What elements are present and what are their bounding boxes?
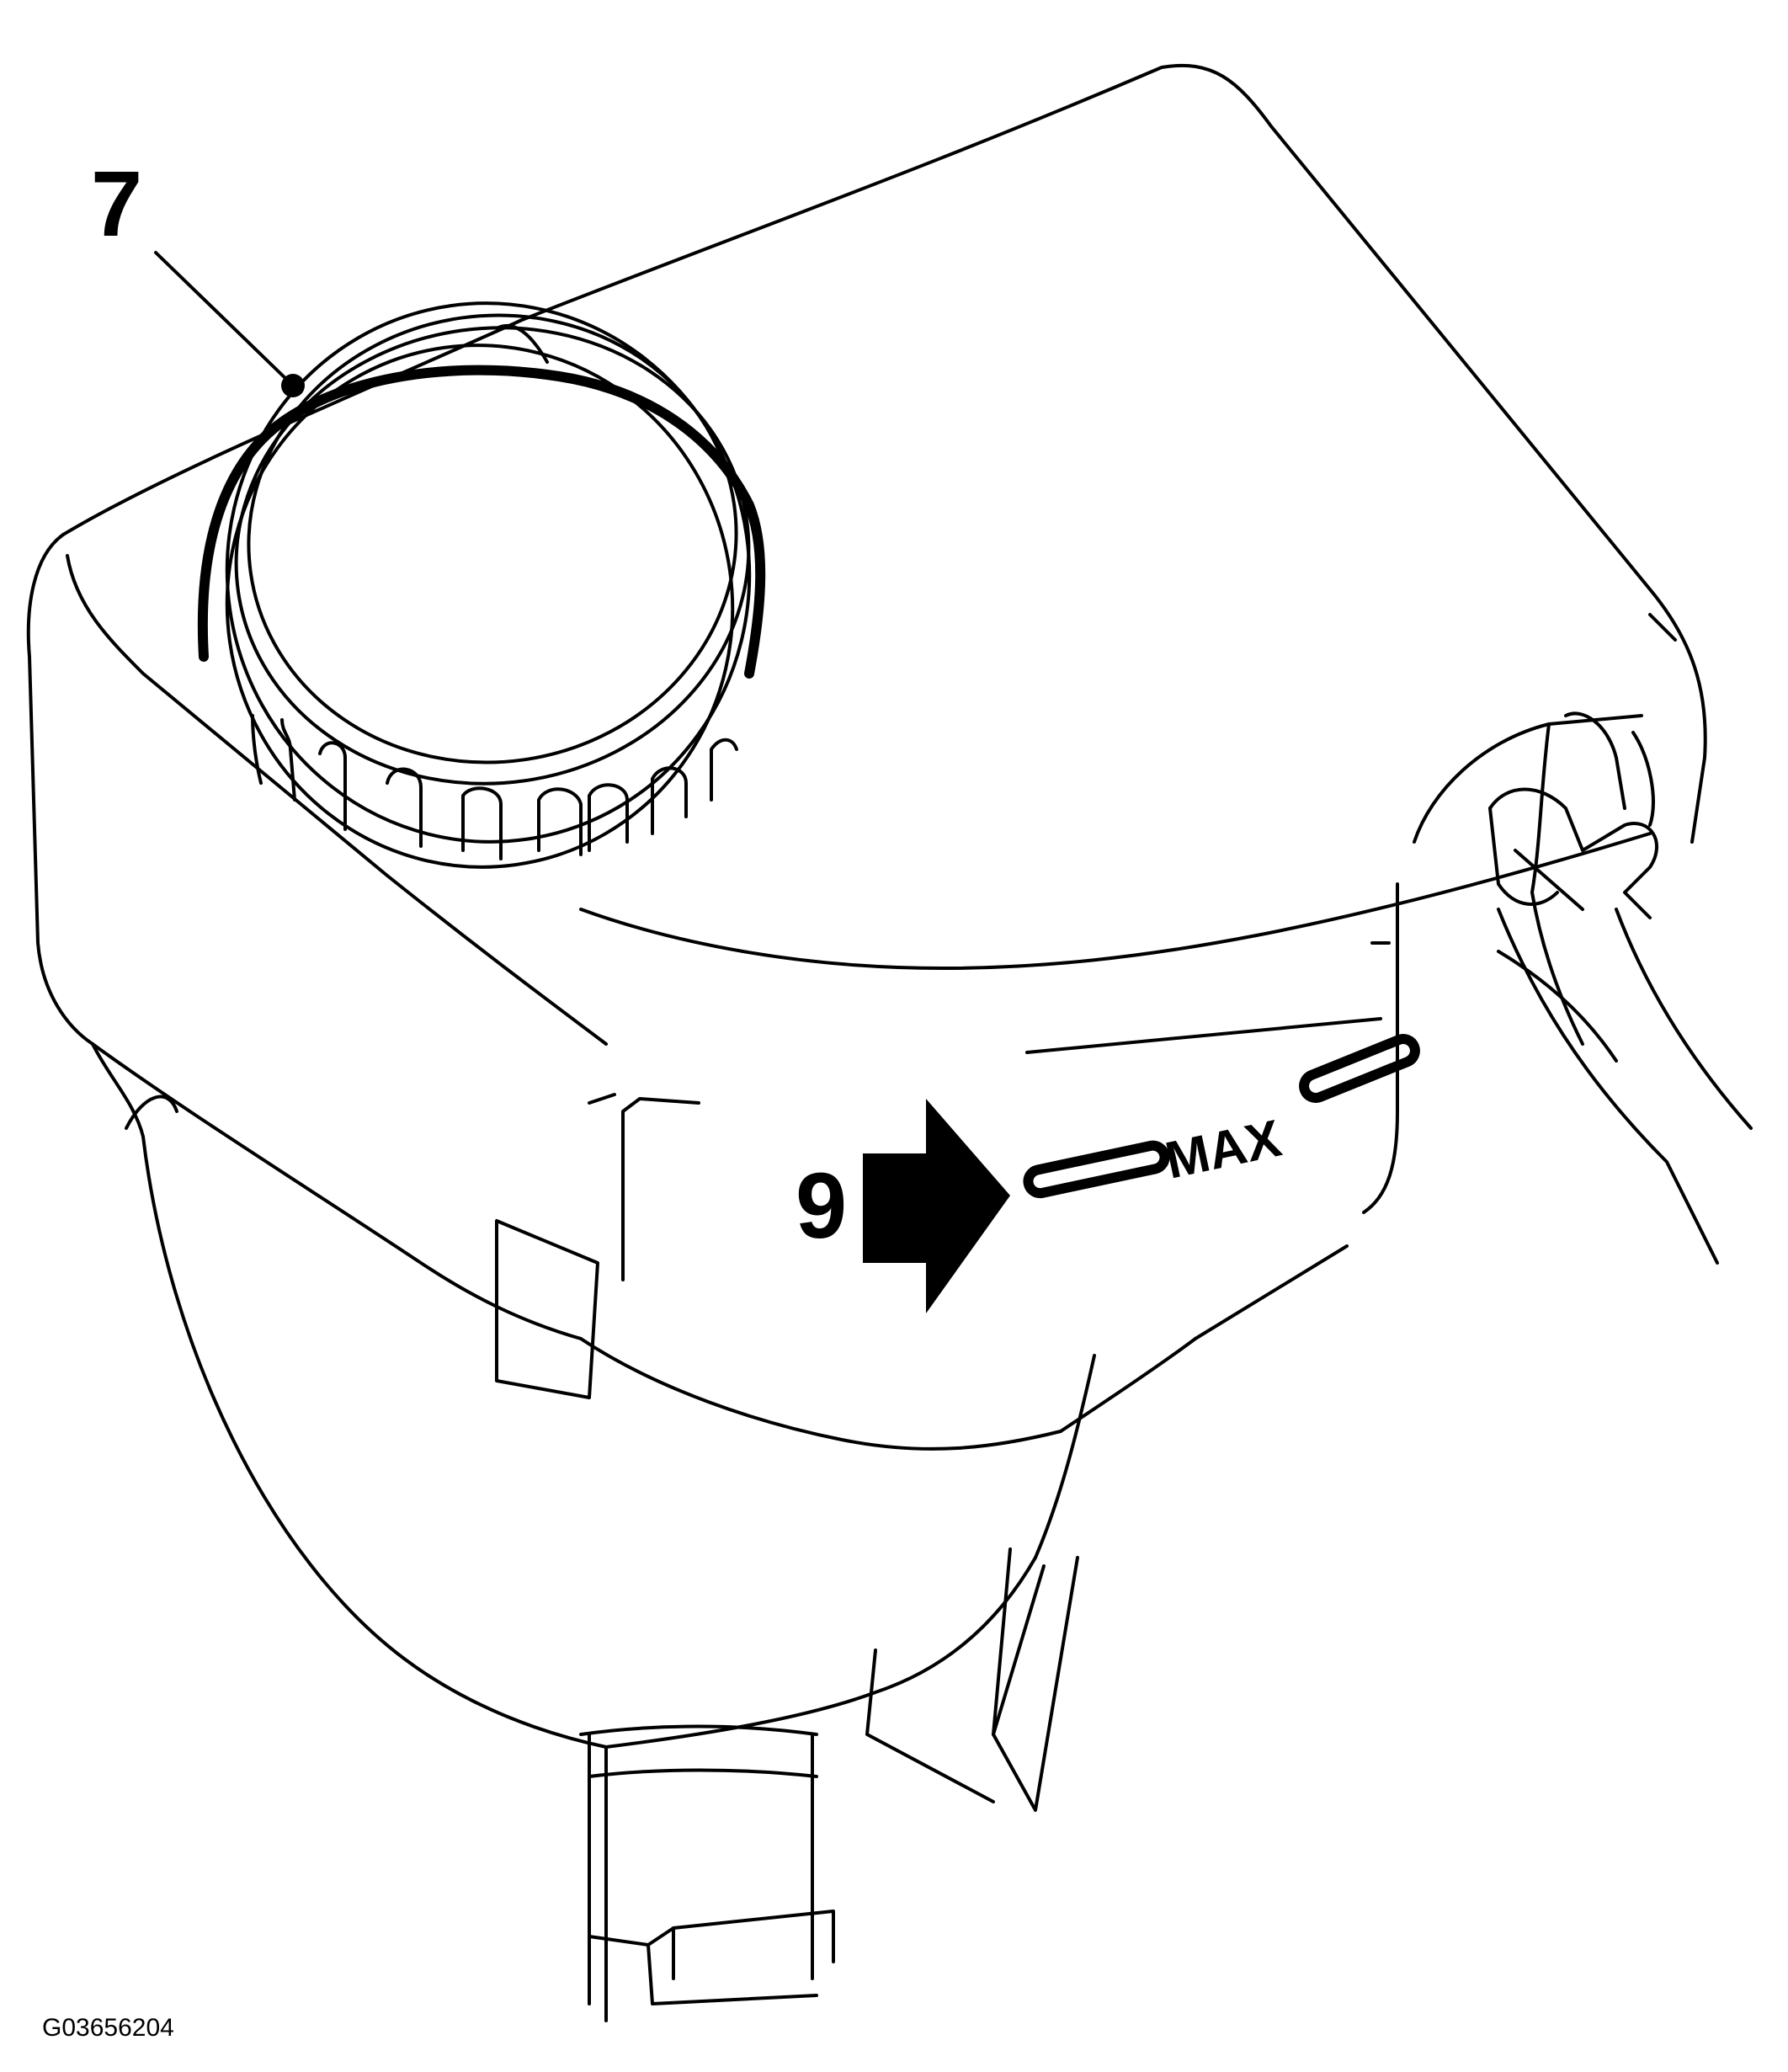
callout-9-arrow bbox=[863, 1099, 1010, 1313]
callout-7-leader bbox=[154, 251, 292, 385]
callout-7-label: 7 bbox=[91, 152, 142, 256]
reservoir-tank bbox=[26, 63, 1707, 1812]
level-line-left bbox=[1023, 1140, 1170, 1199]
callout-7-dot bbox=[281, 374, 305, 397]
callout-7: 7 bbox=[91, 152, 305, 397]
callout-9-label: 9 bbox=[796, 1154, 847, 1258]
figure-code: G03656204 bbox=[42, 2014, 174, 2042]
level-line-right bbox=[1299, 1034, 1420, 1103]
max-label: MAX bbox=[1161, 1110, 1286, 1190]
lower-hose bbox=[579, 1724, 835, 2022]
right-hose bbox=[1488, 711, 1753, 1265]
max-level-mark: MAX bbox=[1023, 1034, 1420, 1199]
reservoir-cap bbox=[197, 301, 766, 869]
callout-9: 9 bbox=[796, 1099, 1010, 1313]
